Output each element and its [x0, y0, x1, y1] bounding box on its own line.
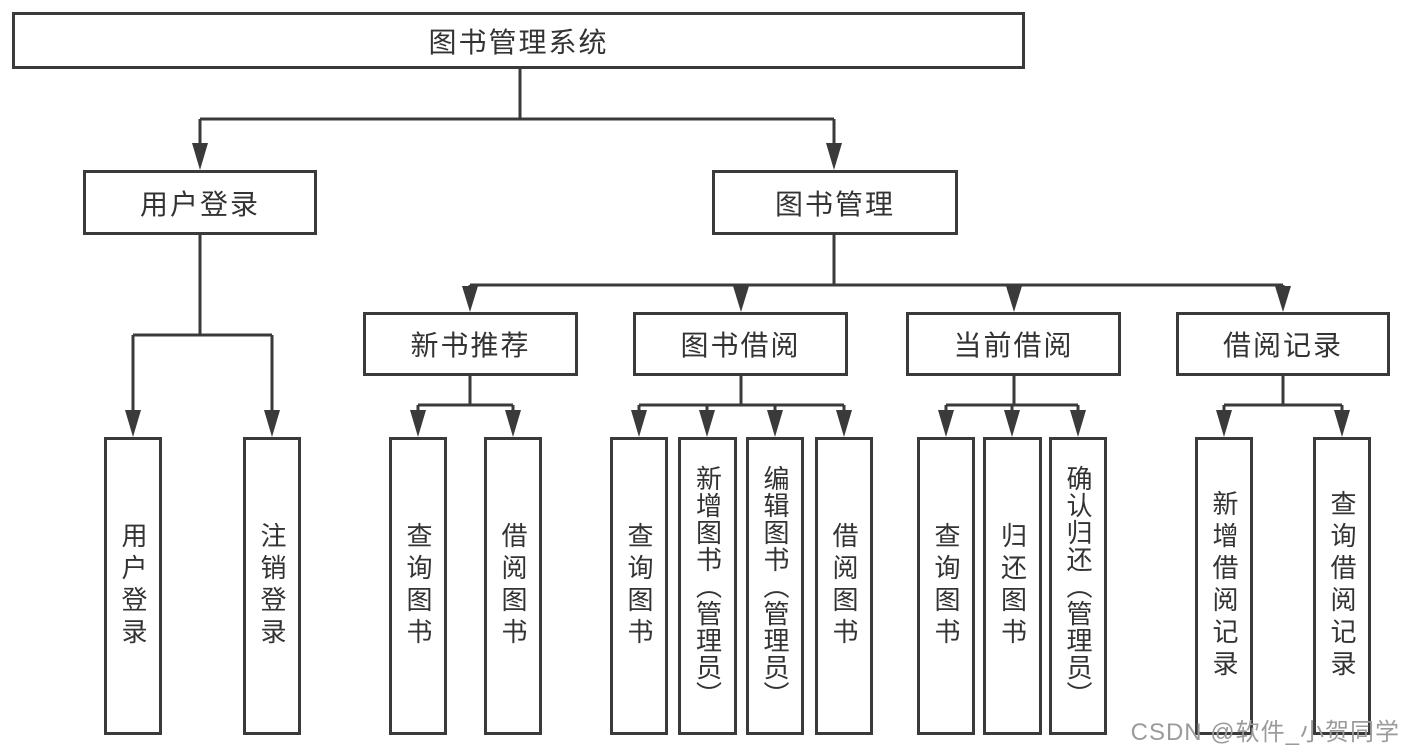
- leaf-return-book: 归还图书: [983, 437, 1042, 735]
- arrowhead: [699, 410, 715, 437]
- arrowhead: [733, 286, 749, 312]
- node-label: 确认归还（管理员）: [1063, 464, 1093, 708]
- arrowhead: [264, 410, 280, 437]
- arrowhead: [836, 410, 852, 437]
- node-root: 图书管理系统: [12, 12, 1025, 69]
- arrowhead: [505, 410, 521, 437]
- watermark: CSDN @软件_小贺同学: [1130, 719, 1400, 746]
- leaf-query-book-1: 查询图书: [389, 437, 447, 735]
- edge-current-borrow-children: [938, 375, 1086, 437]
- node-current-borrow: 当前借阅: [906, 312, 1121, 376]
- arrowhead: [462, 286, 478, 312]
- node-book-borrow: 图书借阅: [633, 312, 848, 376]
- edge-root-to-level2: [192, 68, 842, 170]
- node-label: 图书管理: [774, 188, 895, 220]
- node-label: 新增借阅记录: [1209, 490, 1239, 682]
- arrowhead: [410, 410, 426, 437]
- leaf-add-record: 新增借阅记录: [1195, 437, 1253, 735]
- node-label: 借阅图书: [498, 522, 528, 650]
- edge-borrow-records-children: [1216, 375, 1350, 437]
- node-label: 查询图书: [403, 522, 433, 650]
- leaf-borrow-book-2: 借阅图书: [815, 437, 873, 735]
- node-label: 用户登录: [139, 188, 260, 220]
- leaf-confirm-return: 确认归还（管理员）: [1049, 437, 1107, 735]
- arrowhead: [826, 143, 842, 170]
- node-label: 查询图书: [624, 522, 654, 650]
- node-label: 借阅图书: [829, 522, 859, 650]
- node-label: 注销登录: [257, 522, 287, 650]
- edge-new-book-rec-children: [410, 375, 521, 437]
- arrowhead: [1004, 410, 1020, 437]
- leaf-user-login: 用户登录: [104, 437, 162, 735]
- leaf-query-record: 查询借阅记录: [1313, 437, 1371, 735]
- arrowhead: [192, 143, 208, 170]
- arrowhead: [1070, 410, 1086, 437]
- arrowhead: [938, 410, 954, 437]
- edge-user-login-children: [125, 235, 280, 437]
- arrowhead: [1006, 286, 1022, 312]
- node-label: 借阅记录: [1222, 330, 1343, 361]
- node-label: 图书借阅: [680, 330, 801, 361]
- leaf-borrow-book-1: 借阅图书: [484, 437, 542, 735]
- node-borrow-records: 借阅记录: [1176, 312, 1390, 376]
- arrowhead: [631, 410, 647, 437]
- node-label: 新增图书（管理员）: [692, 464, 723, 708]
- arrowhead: [125, 410, 141, 437]
- node-label: 用户登录: [118, 522, 148, 650]
- node-label: 当前借阅: [953, 330, 1074, 361]
- arrowhead: [1334, 410, 1350, 437]
- leaf-edit-book: 编辑图书（管理员）: [746, 437, 804, 735]
- node-label: 查询借阅记录: [1327, 490, 1357, 682]
- node-user-login: 用户登录: [83, 170, 317, 235]
- node-new-book-rec: 新书推荐: [363, 312, 578, 376]
- leaf-add-book: 新增图书（管理员）: [678, 437, 737, 735]
- leaf-query-book-3: 查询图书: [917, 437, 975, 735]
- edge-book-mgmt-children: [462, 235, 1291, 312]
- node-book-mgmt: 图书管理: [712, 170, 958, 235]
- node-label: 编辑图书（管理员）: [760, 464, 790, 708]
- leaf-query-book-2: 查询图书: [610, 437, 668, 735]
- leaf-logout: 注销登录: [243, 437, 301, 735]
- arrowhead: [1216, 410, 1232, 437]
- edge-book-borrow-children: [631, 375, 852, 437]
- node-label: 归还图书: [997, 522, 1028, 650]
- arrowhead: [1275, 286, 1291, 312]
- node-label: 新书推荐: [410, 330, 531, 361]
- node-label: 图书管理系统: [428, 26, 609, 58]
- node-label: 查询图书: [931, 522, 961, 650]
- arrowhead: [767, 410, 783, 437]
